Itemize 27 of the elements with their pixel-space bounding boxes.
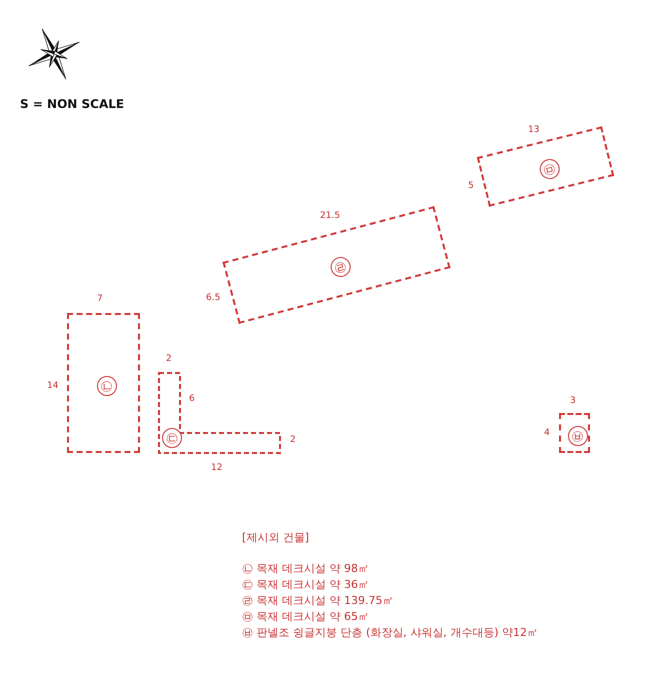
building-outline (476, 126, 614, 206)
legend-item: ㉤ 목재 데크시설 약 65㎡ (242, 609, 369, 624)
dimension-label: 3 (570, 396, 576, 406)
legend-item: ㉢ 목재 데크시설 약 36㎡ (242, 577, 369, 592)
legend-item: ㉡ 목재 데크시설 약 98㎡ (242, 561, 369, 576)
legend-title: [제시외 건물] (242, 530, 310, 545)
building-outline (67, 313, 140, 453)
legend-item: ㉥ 판넬조 슁글지붕 단층 (화장실, 샤워실, 개수대등) 약12㎡ (242, 625, 538, 640)
dimension-label: 6.5 (206, 293, 220, 303)
building-outline (158, 372, 281, 454)
building-marker: ㉥ (568, 426, 588, 446)
dimension-label: 5 (468, 181, 474, 191)
building-marker: ㉢ (162, 428, 182, 448)
dimension-label: 12 (211, 463, 222, 473)
dimension-label: 13 (528, 125, 540, 135)
dimension-label: 21.5 (320, 211, 340, 221)
legend-item: ㉣ 목재 데크시설 약 139.75㎡ (242, 593, 394, 608)
building-marker: ㉡ (96, 376, 116, 396)
dimension-label: 14 (47, 381, 58, 391)
dimension-label: 2 (290, 435, 296, 445)
scale-note: S = NON SCALE (20, 97, 124, 111)
dimension-label: 2 (166, 354, 172, 364)
building-outline (559, 413, 590, 453)
dimension-label: 4 (544, 428, 550, 438)
dimension-label: 6 (189, 394, 195, 404)
building-outline (222, 206, 450, 324)
dimension-label: 7 (97, 294, 103, 304)
